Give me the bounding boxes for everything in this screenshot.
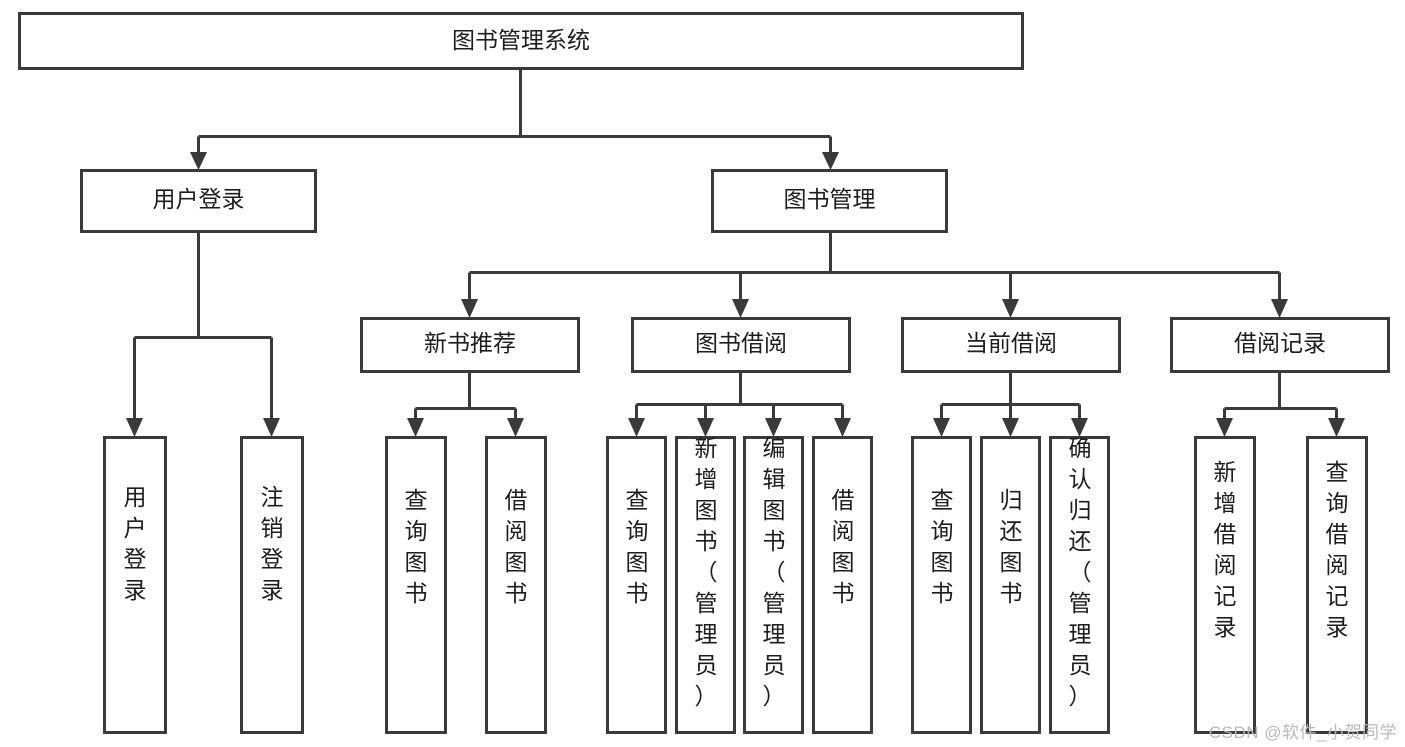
node-book-mgmt[interactable]: 图书管理 bbox=[711, 169, 948, 233]
node-leaf-6-box[interactable] bbox=[675, 436, 736, 734]
node-user-login-box[interactable] bbox=[80, 169, 317, 233]
node-leaf-5[interactable]: 查询图书 bbox=[606, 436, 667, 734]
arrowhead-leaf-7 bbox=[765, 418, 782, 437]
node-book-borrow[interactable]: 图书借阅 bbox=[631, 317, 851, 373]
arrowhead-current-borrow bbox=[1002, 299, 1019, 318]
node-book-mgmt-label: 图书管理 bbox=[784, 186, 876, 212]
node-leaf-2[interactable]: 注销登录 bbox=[240, 436, 304, 734]
node-leaf-10-label: 归还图书 bbox=[1000, 487, 1023, 606]
node-borrow-record-label: 借阅记录 bbox=[1234, 330, 1326, 356]
node-leaf-5-box[interactable] bbox=[606, 436, 667, 734]
arrowhead-leaf-1 bbox=[126, 418, 143, 437]
node-user-login-label: 用户登录 bbox=[153, 186, 245, 212]
node-current-borrow-label: 当前借阅 bbox=[965, 330, 1057, 356]
node-leaf-11-label: 确认归还（管理员） bbox=[1069, 435, 1092, 709]
node-book-borrow-box[interactable] bbox=[631, 317, 851, 373]
node-root[interactable]: 图书管理系统 bbox=[18, 12, 1024, 70]
arrowhead-leaf-11 bbox=[1071, 418, 1088, 437]
node-current-borrow-box[interactable] bbox=[901, 317, 1121, 373]
node-leaf-10-box[interactable] bbox=[980, 436, 1041, 734]
node-leaf-4-label: 借阅图书 bbox=[505, 487, 528, 606]
arrowhead-leaf-10 bbox=[1002, 418, 1019, 437]
node-leaf-6[interactable]: 新增图书（管理员） bbox=[675, 435, 736, 734]
node-new-book-rec-label: 新书推荐 bbox=[424, 330, 516, 356]
node-root-box[interactable] bbox=[18, 12, 1024, 70]
arrowhead-leaf-5 bbox=[628, 418, 645, 437]
node-leaf-7[interactable]: 编辑图书（管理员） bbox=[743, 435, 804, 734]
node-book-borrow-label: 图书借阅 bbox=[695, 330, 787, 356]
node-leaf-12[interactable]: 新增借阅记录 bbox=[1194, 436, 1256, 734]
node-leaf-2-box[interactable] bbox=[240, 436, 304, 734]
arrowhead-book-borrow bbox=[732, 299, 749, 318]
arrowhead-borrow-record bbox=[1271, 299, 1288, 318]
arrowhead-user-login bbox=[190, 152, 207, 170]
node-root-label: 图书管理系统 bbox=[452, 27, 590, 53]
node-leaf-5-label: 查询图书 bbox=[626, 487, 649, 606]
arrowhead-leaf-4 bbox=[507, 418, 524, 437]
arrowhead-leaf-9 bbox=[933, 418, 950, 437]
node-leaf-4[interactable]: 借阅图书 bbox=[485, 436, 547, 734]
node-user-login[interactable]: 用户登录 bbox=[80, 169, 317, 233]
node-leaf-1-box[interactable] bbox=[103, 436, 167, 734]
node-leaf-2-label: 注销登录 bbox=[261, 484, 284, 603]
arrowhead-leaf-8 bbox=[834, 418, 851, 437]
node-leaf-8-label: 借阅图书 bbox=[832, 487, 855, 606]
node-leaf-13-box[interactable] bbox=[1306, 436, 1368, 734]
node-leaf-7-label: 编辑图书（管理员） bbox=[763, 435, 786, 709]
node-leaf-11[interactable]: 确认归还（管理员） bbox=[1049, 435, 1110, 734]
node-leaf-3-box[interactable] bbox=[385, 436, 447, 734]
node-current-borrow[interactable]: 当前借阅 bbox=[901, 317, 1121, 373]
node-new-book-rec[interactable]: 新书推荐 bbox=[360, 317, 580, 373]
node-new-book-rec-box[interactable] bbox=[360, 317, 580, 373]
node-leaf-1[interactable]: 用户登录 bbox=[103, 436, 167, 734]
node-leaf-9[interactable]: 查询图书 bbox=[911, 436, 972, 734]
csdn-watermark: CSDN @软件_小贺同学 bbox=[1208, 723, 1397, 742]
node-leaf-4-box[interactable] bbox=[485, 436, 547, 734]
arrowhead-leaf-6 bbox=[697, 418, 714, 437]
node-leaf-9-label: 查询图书 bbox=[931, 487, 954, 606]
node-leaf-12-label: 新增借阅记录 bbox=[1214, 459, 1237, 640]
node-leaf-11-box[interactable] bbox=[1049, 436, 1110, 734]
node-book-mgmt-box[interactable] bbox=[711, 169, 948, 233]
arrowhead-book-mgmt bbox=[822, 152, 839, 170]
node-leaf-8-box[interactable] bbox=[812, 436, 873, 734]
node-leaf-10[interactable]: 归还图书 bbox=[980, 436, 1041, 734]
node-leaf-6-label: 新增图书（管理员） bbox=[695, 435, 718, 709]
node-borrow-record[interactable]: 借阅记录 bbox=[1170, 317, 1390, 373]
node-borrow-record-box[interactable] bbox=[1170, 317, 1390, 373]
node-leaf-13[interactable]: 查询借阅记录 bbox=[1306, 436, 1368, 734]
arrowhead-leaf-3 bbox=[407, 418, 424, 437]
node-leaf-9-box[interactable] bbox=[911, 436, 972, 734]
arrowhead-leaf-13 bbox=[1328, 418, 1345, 437]
node-leaf-13-label: 查询借阅记录 bbox=[1326, 459, 1349, 640]
node-leaf-12-box[interactable] bbox=[1194, 436, 1256, 734]
node-leaf-3[interactable]: 查询图书 bbox=[385, 436, 447, 734]
connector-layer bbox=[126, 68, 1345, 437]
node-leaf-3-label: 查询图书 bbox=[405, 487, 428, 606]
arrowhead-leaf-12 bbox=[1216, 418, 1233, 437]
node-leaf-1-label: 用户登录 bbox=[124, 484, 147, 603]
node-leaf-8[interactable]: 借阅图书 bbox=[812, 436, 873, 734]
arrowhead-new-book-rec bbox=[461, 299, 478, 318]
node-leaf-7-box[interactable] bbox=[743, 436, 804, 734]
arrowhead-leaf-2 bbox=[263, 418, 280, 437]
